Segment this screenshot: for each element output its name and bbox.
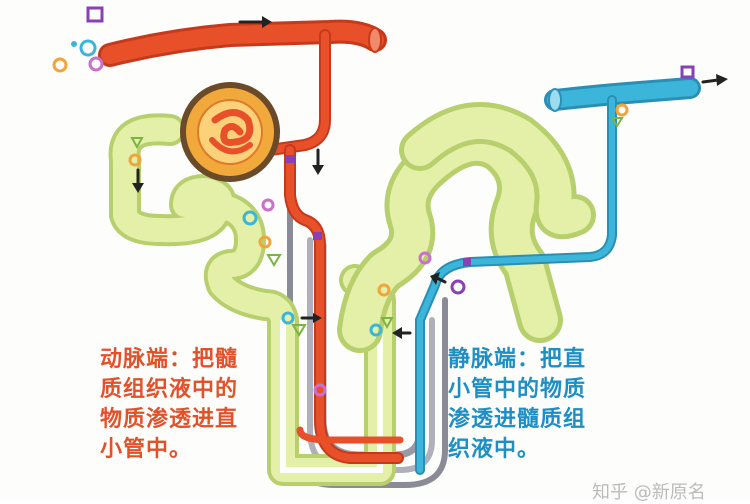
particle-ring-icon xyxy=(71,41,77,47)
particle-ring-icon xyxy=(369,323,383,337)
nephron-tubule-left xyxy=(108,113,396,486)
particle-triangle-icon xyxy=(130,137,144,150)
watermark: 知乎 @新原名 xyxy=(592,482,706,503)
particle-square-icon xyxy=(680,65,695,79)
particle-triangle-icon xyxy=(291,324,307,337)
arrow-icon xyxy=(132,168,144,193)
particle-square-icon xyxy=(286,155,295,163)
particle-ring-icon xyxy=(377,283,391,297)
particle-ring-icon xyxy=(281,311,295,325)
particle-ring-icon xyxy=(88,56,104,72)
vein-end-label: 静脉端：把直 小管中的物质 渗透进髓质组 织液中。 xyxy=(448,347,587,462)
particle-ring-icon xyxy=(258,235,272,249)
particle-ring-icon xyxy=(450,279,466,295)
artery-vessel xyxy=(98,19,404,464)
particles xyxy=(52,6,695,397)
arrow-icon xyxy=(238,16,272,28)
particle-ring-icon xyxy=(128,153,142,167)
arrow-icon xyxy=(430,272,447,285)
arrow-icon xyxy=(392,327,412,339)
particle-triangle-icon xyxy=(266,254,282,267)
particle-triangle-icon xyxy=(380,317,394,330)
arrow-icon xyxy=(312,148,324,175)
particle-ring-icon xyxy=(418,251,432,265)
flow-arrows xyxy=(132,16,728,339)
particle-ring-icon xyxy=(261,198,275,212)
particle-ring-icon xyxy=(313,383,327,397)
arrow-icon xyxy=(300,313,322,323)
particle-ring-icon xyxy=(242,210,258,226)
particle-ring-icon xyxy=(52,57,68,73)
particle-ring-icon xyxy=(79,39,97,57)
particle-triangle-icon xyxy=(610,117,624,128)
artery-end-label: 动脉端：把髓 质组织液中的 物质渗透进直 小管中。 xyxy=(100,347,239,462)
glomerulus xyxy=(180,82,280,182)
arrow-icon xyxy=(701,74,728,86)
particle-square-icon xyxy=(86,6,104,23)
particle-square-icon xyxy=(463,258,471,266)
nephron-tubule-right xyxy=(337,102,596,353)
particle-ring-icon xyxy=(615,103,629,117)
particle-square-icon xyxy=(313,232,322,240)
